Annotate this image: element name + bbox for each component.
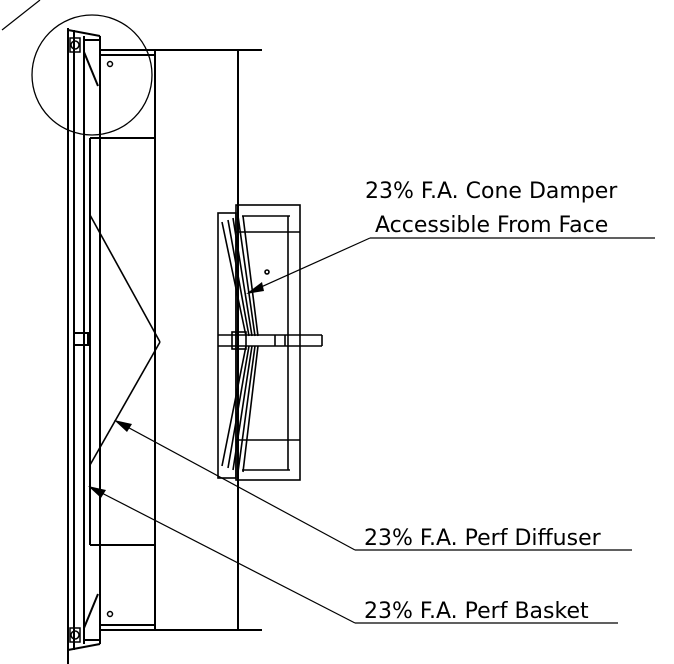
- cone-damper: [217, 204, 301, 481]
- label-cone-damper-line1: 23% F.A. Cone Damper: [365, 179, 618, 204]
- leader-cone-damper: [246, 237, 655, 294]
- face-frame: [67, 28, 101, 664]
- label-perf-basket: 23% F.A. Perf Basket: [364, 599, 589, 624]
- perf-basket: [89, 137, 155, 546]
- perf-diffuser-cone: [89, 214, 161, 466]
- damper-shaft: [218, 331, 323, 350]
- leader-perf-diffuser: [114, 420, 632, 551]
- detail-callout-leader: [1, 0, 41, 31]
- fasteners: [69, 37, 114, 643]
- label-perf-diffuser: 23% F.A. Perf Diffuser: [364, 526, 602, 551]
- label-cone-damper-line2: Accessible From Face: [375, 213, 608, 238]
- leader-perf-basket: [88, 486, 618, 624]
- plenum-housing: [100, 49, 239, 631]
- detail-callout-circle: [31, 14, 153, 136]
